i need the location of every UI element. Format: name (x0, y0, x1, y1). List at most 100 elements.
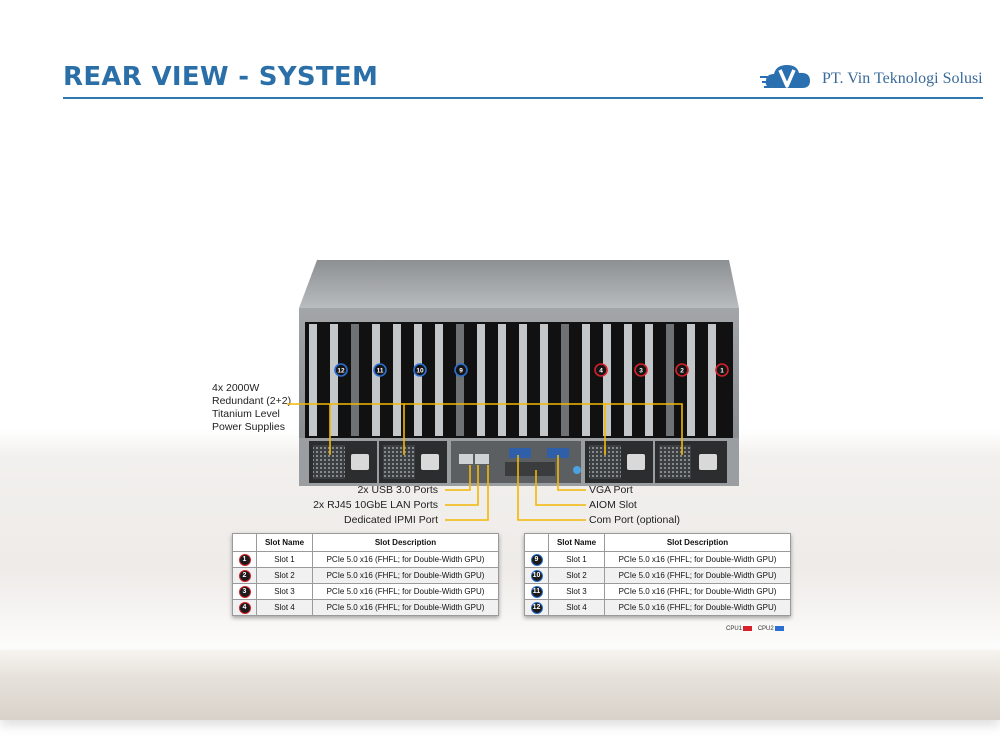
vga-callout: VGA Port (589, 484, 633, 496)
pcie-bracket (372, 324, 380, 436)
lan-callout: 2x RJ45 10GbE LAN Ports (313, 499, 438, 511)
slot-description-cell: PCIe 5.0 x16 (FHFL; for Double-Width GPU… (604, 567, 791, 584)
slot-number-cell: 12 (524, 599, 549, 616)
slot-badge-circle (373, 363, 387, 377)
slot-number-cell: 11 (524, 583, 549, 600)
pcie-bracket (645, 324, 653, 436)
slot-description-cell: PCIe 5.0 x16 (FHFL; for Double-Width GPU… (604, 599, 791, 616)
slot-number-badge: 1 (238, 553, 251, 566)
ipmi-callout: Dedicated IPMI Port (344, 514, 438, 526)
slot-number-cell: 10 (524, 567, 549, 584)
slot-number-badge: 9 (530, 553, 543, 566)
slot-badge-label: 12 (337, 368, 345, 375)
table-header-row: Slot Name Slot Description (524, 533, 791, 552)
table-header-slot-name: Slot Name (256, 533, 313, 552)
slot-badge-label: 11 (377, 368, 384, 375)
slot-name-cell: Slot 3 (548, 583, 605, 600)
pcie-bracket (477, 324, 485, 436)
slot-name-cell: Slot 4 (256, 599, 313, 616)
aiom-callout: AIOM Slot (589, 499, 637, 511)
legend-cpu1-swatch (743, 626, 753, 631)
slot-description-cell: PCIe 5.0 x16 (FHFL; for Double-Width GPU… (312, 567, 499, 584)
psu-callout: 4x 2000W Redundant (2+2) Titanium Level … (212, 382, 291, 434)
slot-name-cell: Slot 1 (548, 551, 605, 568)
slot-number-cell: 2 (232, 567, 257, 584)
table-header-icon (524, 533, 549, 552)
slot-badge-label: 2 (680, 368, 684, 375)
pcie-bracket (330, 324, 338, 436)
slot-description-cell: PCIe 5.0 x16 (FHFL; for Double-Width GPU… (312, 551, 499, 568)
slot-badge-circle (715, 363, 729, 377)
pcie-bracket (351, 324, 359, 436)
slot-badge-label: 1 (720, 368, 724, 375)
slot-description-cell: PCIe 5.0 x16 (FHFL; for Double-Width GPU… (604, 551, 791, 568)
slot-description-cell: PCIe 5.0 x16 (FHFL; for Double-Width GPU… (312, 599, 499, 616)
slot-name-cell: Slot 2 (548, 567, 605, 584)
slot-badge-circle (454, 363, 468, 377)
slot-name-cell: Slot 4 (548, 599, 605, 616)
table-header-slot-description: Slot Description (312, 533, 499, 552)
slot-number-cell: 3 (232, 583, 257, 600)
slot-badge-circle (594, 363, 608, 377)
pcie-bracket (561, 324, 569, 436)
pcie-bracket (414, 324, 422, 436)
psu-callout-line-2: Redundant (2+2) (212, 395, 292, 407)
slot-badge-circle (334, 363, 348, 377)
legend-cpu1-label: CPU1 (726, 626, 743, 633)
pcie-bracket (498, 324, 506, 436)
psu-callout-line-3: Titanium Level (212, 408, 280, 420)
table-header-slot-description: Slot Description (604, 533, 791, 552)
slot-badge-label: 9 (459, 368, 463, 375)
slot-name-cell: Slot 3 (256, 583, 313, 600)
slot-number-badge: 2 (238, 569, 251, 582)
slot-number-badge: 10 (530, 569, 543, 582)
slot-name-cell: Slot 2 (256, 567, 313, 584)
cpu-legend: CPU1 CPU2 (726, 626, 788, 632)
page-title: REAR VIEW - SYSTEM (63, 62, 379, 92)
pcie-bracket (582, 324, 590, 436)
slot-badge-circle (634, 363, 648, 377)
slot-number-cell: 1 (232, 551, 257, 568)
pcie-bracket (456, 324, 464, 436)
slot-badge-circle (675, 363, 689, 377)
table-header-slot-name: Slot Name (548, 533, 605, 552)
slot-number-badge: 12 (530, 601, 543, 614)
company-logo: PT. Vin Teknologi Solusi (760, 58, 990, 98)
table-header-row: Slot Name Slot Description (232, 533, 499, 552)
pcie-bracket (435, 324, 443, 436)
pcie-bracket (540, 324, 548, 436)
pcie-bracket (687, 324, 695, 436)
pcie-bracket (393, 324, 401, 436)
usb-callout: 2x USB 3.0 Ports (357, 484, 438, 496)
slot-badge-circle (413, 363, 427, 377)
pcie-bracket (603, 324, 611, 436)
title-divider (63, 97, 983, 99)
slot-description-cell: PCIe 5.0 x16 (FHFL; for Double-Width GPU… (312, 583, 499, 600)
table-header-icon (232, 533, 257, 552)
slot-badge-label: 10 (416, 368, 424, 375)
pcie-bracket (666, 324, 674, 436)
psu-callout-line-1: 4x 2000W (212, 382, 260, 394)
cloud-logo-icon (760, 65, 810, 88)
slot-name-cell: Slot 1 (256, 551, 313, 568)
slot-number-badge: 3 (238, 585, 251, 598)
pcie-bracket (309, 324, 317, 436)
slot-number-badge: 11 (530, 585, 543, 598)
logo-text: PT. Vin Teknologi Solusi (822, 70, 983, 87)
slot-number-badge: 4 (238, 601, 251, 614)
legend-cpu2-swatch (774, 626, 784, 631)
pcie-bracket (519, 324, 527, 436)
com-callout: Com Port (optional) (589, 514, 681, 526)
